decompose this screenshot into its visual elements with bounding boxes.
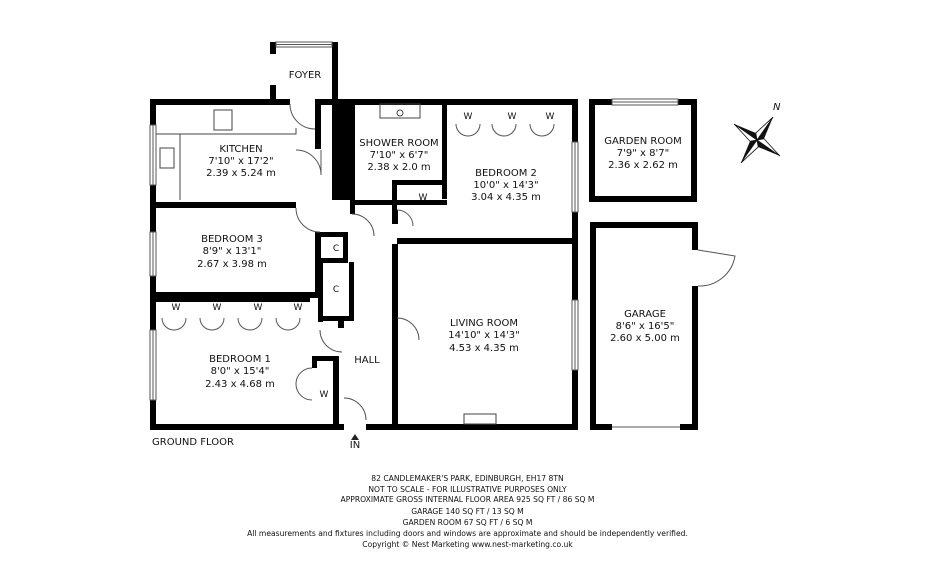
garage-imperial: 8'6" x 16'5" — [616, 321, 675, 332]
bedroom3-imperial: 8'9" x 13'1" — [203, 246, 262, 257]
entrance-arrow-icon — [351, 434, 359, 440]
footer-copyright: Copyright © Nest Marketing www.nest-mark… — [362, 540, 573, 549]
living-imperial: 14'10" x 14'3" — [448, 330, 520, 341]
wardrobe-mark: W — [546, 112, 555, 122]
wardrobe-mark: W — [172, 303, 181, 313]
foyer-name: FOYER — [289, 70, 322, 81]
garden-room-name: GARDEN ROOM — [604, 136, 682, 147]
footer-address: 82 CANDLEMAKER'S PARK, EDINBURGH, EH17 8… — [371, 474, 564, 483]
cupboard-mark: C — [333, 244, 339, 254]
hall-name: HALL — [354, 355, 380, 366]
floor-label: GROUND FLOOR — [152, 437, 234, 448]
shower-name: SHOWER ROOM — [359, 138, 438, 149]
compass-label: N — [773, 102, 781, 113]
wardrobe-mark: W — [320, 390, 329, 400]
garden-room-metric: 2.36 x 2.62 m — [608, 160, 678, 171]
living-metric: 4.53 x 4.35 m — [449, 343, 519, 354]
footer-scale-note: NOT TO SCALE - FOR ILLUSTRATIVE PURPOSES… — [368, 484, 567, 494]
compass-icon — [733, 116, 781, 164]
bedroom1-name: BEDROOM 1 — [209, 354, 271, 365]
wardrobe-mark: W — [464, 112, 473, 122]
bedroom2-metric: 3.04 x 4.35 m — [471, 192, 541, 203]
wardrobe-mark: W — [419, 193, 428, 203]
living-name: LIVING ROOM — [450, 318, 518, 329]
shower-metric: 2.38 x 2.0 m — [367, 162, 430, 173]
room-labels: FOYER KITCHEN 7'10" x 17'2" 2.39 x 5.24 … — [152, 70, 682, 451]
bedroom3-metric: 2.67 x 3.98 m — [197, 259, 267, 270]
kitchen-imperial: 7'10" x 17'2" — [208, 156, 273, 167]
bedroom2-name: BEDROOM 2 — [475, 168, 537, 179]
bedroom1-metric: 2.43 x 4.68 m — [205, 379, 275, 390]
kitchen-metric: 2.39 x 5.24 m — [206, 168, 276, 179]
cupboard-mark: C — [333, 285, 339, 295]
garage-name: GARAGE — [624, 309, 666, 320]
entrance-label: IN — [350, 440, 360, 451]
shower-imperial: 7'10" x 6'7" — [370, 150, 429, 161]
wardrobe-mark: W — [254, 303, 263, 313]
wardrobe-mark: W — [213, 303, 222, 313]
garage-metric: 2.60 x 5.00 m — [610, 333, 680, 344]
wardrobe-mark: W — [294, 303, 303, 313]
garden-room-imperial: 7'9" x 8'7" — [617, 148, 669, 159]
bedroom3-name: BEDROOM 3 — [201, 234, 263, 245]
bedroom1-imperial: 8'0" x 15'4" — [211, 366, 270, 377]
bedroom2-imperial: 10'0" x 14'3" — [473, 180, 538, 191]
windows-and-doors — [149, 41, 736, 428]
footer-disclaimer: All measurements and fixtures including … — [247, 529, 688, 538]
wardrobe-mark: W — [508, 112, 517, 122]
footer-garden-room-area: GARDEN ROOM 67 SQ FT / 6 SQ M — [402, 518, 533, 527]
footer-area: APPROXIMATE GROSS INTERNAL FLOOR AREA 92… — [340, 495, 595, 504]
footer-garage-area: GARAGE 140 SQ FT / 13 SQ M — [411, 507, 524, 516]
kitchen-name: KITCHEN — [219, 144, 262, 155]
